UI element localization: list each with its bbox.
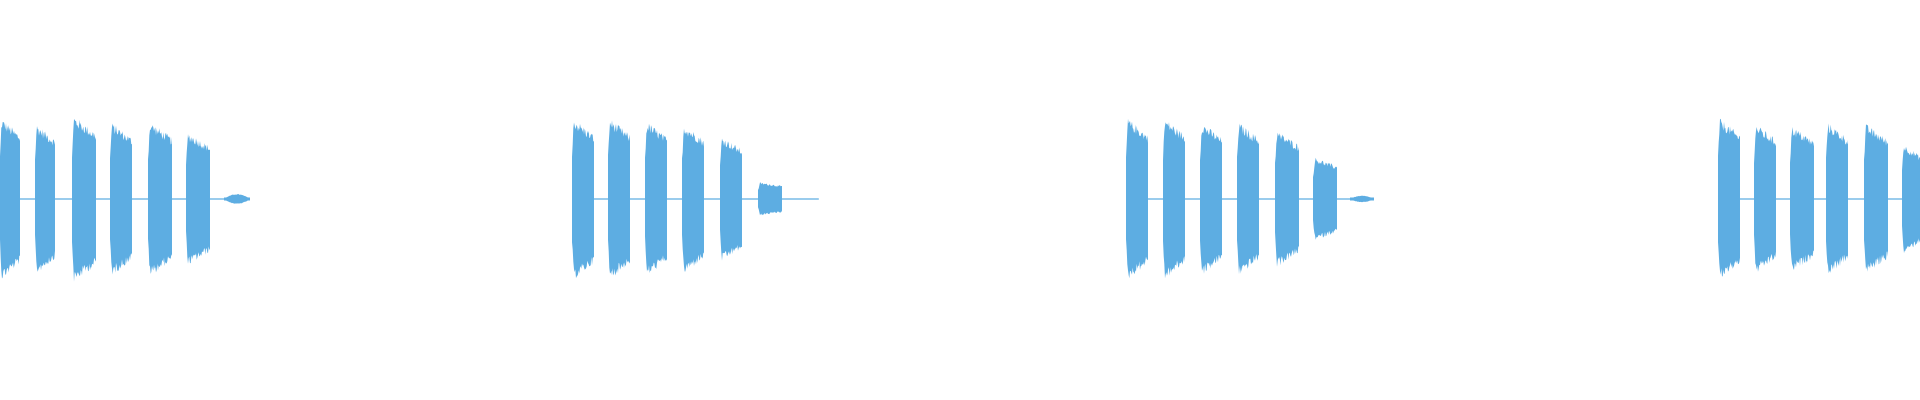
waveform-burst bbox=[1350, 195, 1374, 203]
waveform-burst bbox=[1902, 146, 1920, 253]
waveform-burst bbox=[1200, 127, 1222, 274]
waveform-clip-1[interactable] bbox=[0, 119, 250, 282]
waveform-burst bbox=[1163, 122, 1185, 279]
waveform-burst bbox=[148, 125, 172, 274]
waveform-burst bbox=[645, 123, 667, 273]
waveform-burst bbox=[0, 122, 20, 279]
waveform-burst bbox=[1126, 118, 1148, 279]
waveform-burst bbox=[224, 194, 250, 204]
waveform-burst bbox=[1754, 127, 1776, 272]
waveform-burst bbox=[72, 119, 96, 282]
waveform-burst bbox=[572, 122, 594, 279]
waveform-burst bbox=[1718, 118, 1740, 277]
waveform-burst bbox=[110, 123, 132, 275]
waveform-burst bbox=[758, 182, 782, 216]
waveform-burst bbox=[1864, 124, 1888, 272]
waveform-burst bbox=[1275, 132, 1299, 267]
waveform-clip-3[interactable] bbox=[1126, 118, 1374, 279]
waveform-burst bbox=[720, 138, 742, 261]
waveform-clip-4[interactable] bbox=[1718, 118, 1920, 277]
waveform-burst bbox=[35, 126, 55, 272]
waveform-burst bbox=[186, 134, 210, 264]
waveform-clip-2[interactable] bbox=[572, 120, 819, 279]
waveform-burst bbox=[1826, 123, 1848, 274]
waveform-burst bbox=[682, 128, 704, 272]
waveform-burst bbox=[1313, 157, 1337, 240]
waveform-burst bbox=[1790, 127, 1814, 270]
waveform-burst bbox=[608, 120, 630, 276]
waveform-burst bbox=[1237, 123, 1259, 275]
